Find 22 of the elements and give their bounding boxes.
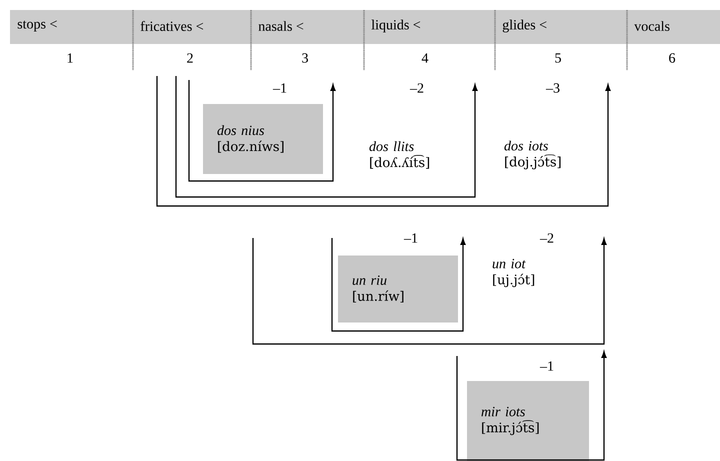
node-label: 1 xyxy=(68,53,73,63)
example-text: un iot [uj.jɔ́t] xyxy=(492,258,534,288)
shaded-example-box: mir iots [mir.jɔ́t͡s] xyxy=(467,381,589,461)
table-column: stops < 1 xyxy=(10,10,133,63)
table-column: liquids < 4 xyxy=(364,10,495,63)
distance-label: –1 xyxy=(272,83,286,93)
table-column: vocals 6 xyxy=(627,10,720,63)
shaded-example-box: dos nius [doz.níws] xyxy=(203,104,323,174)
table-column: nasals < 3 xyxy=(251,10,364,63)
node-label: 2 xyxy=(187,53,193,63)
table-column: fricatives < 2 xyxy=(133,10,251,63)
table-column: glides < 5 xyxy=(495,10,627,63)
example-text: dos llits [doʎ.ʎít͡s] xyxy=(369,141,430,169)
node-label: 5 xyxy=(555,53,561,63)
shaded-example-box: un riu [un.ríw] xyxy=(338,256,458,322)
distance-label: –2 xyxy=(540,233,554,243)
node-label: 4 xyxy=(422,53,428,63)
example-text: dos iots [doj.jɔ́t͡s] xyxy=(504,140,561,170)
distance-label: –3 xyxy=(546,83,560,93)
distance-label: –2 xyxy=(410,83,424,93)
node-label: 3 xyxy=(302,53,308,63)
node-label: 6 xyxy=(669,53,676,63)
